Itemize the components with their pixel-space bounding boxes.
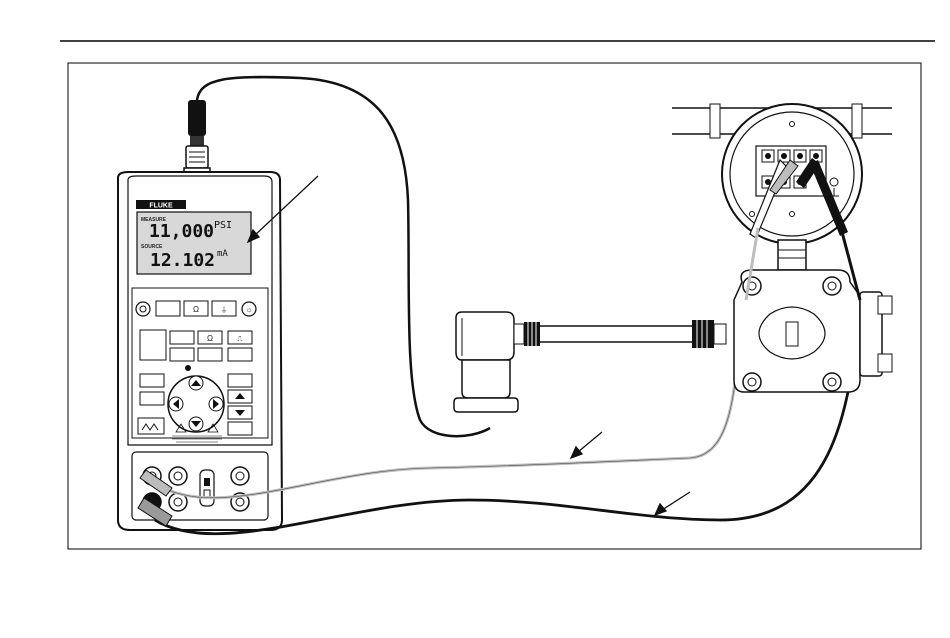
- module-connector: [184, 100, 210, 176]
- measure-unit: PSI: [214, 220, 232, 231]
- pressure-hose: [540, 320, 726, 348]
- source-value: 12.102: [150, 250, 215, 271]
- key-r3-2[interactable]: [198, 348, 222, 361]
- key-r3-1[interactable]: [170, 348, 194, 361]
- svg-text:⎍: ⎍: [238, 336, 243, 343]
- source-unit: mA: [217, 249, 228, 259]
- svg-text:☼: ☼: [245, 305, 252, 314]
- brand-logo: FLUKE: [149, 203, 173, 210]
- key-right-1[interactable]: [228, 374, 252, 387]
- key-r2-1[interactable]: [170, 331, 194, 344]
- navigation-pad[interactable]: [168, 376, 224, 432]
- function-key-1[interactable]: [156, 301, 180, 316]
- svg-text:⏚: ⏚: [221, 306, 228, 314]
- large-key[interactable]: [140, 330, 166, 360]
- svg-text:Ω: Ω: [207, 334, 213, 343]
- ramp-key[interactable]: [138, 418, 164, 434]
- power-button[interactable]: [136, 302, 150, 316]
- pressure-transmitter: [672, 104, 892, 392]
- measure-value: 11,000: [149, 221, 214, 242]
- pressure-module: [454, 312, 540, 412]
- svg-text:Ω: Ω: [193, 305, 199, 314]
- key-left-2[interactable]: [140, 392, 164, 405]
- key-left-1[interactable]: [140, 374, 164, 387]
- key-right-4[interactable]: [228, 422, 252, 435]
- key-r3-3[interactable]: [228, 348, 252, 361]
